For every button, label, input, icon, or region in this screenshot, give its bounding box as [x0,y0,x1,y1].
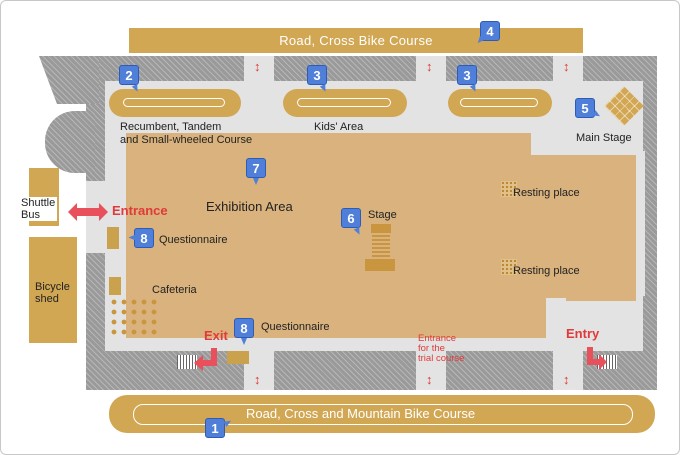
bottom-gate-1 [244,346,274,390]
stage-label: Stage [368,209,397,221]
stage-block-bottom[interactable] [365,259,395,271]
gate-arrow-bottom-3: ↕ [563,372,570,387]
bottom-gate-2 [416,346,446,390]
bottom-road-label: Road, Cross and Mountain Bike Course [246,406,476,421]
marker-3a[interactable]: 3 [307,65,327,85]
marker-4[interactable]: 4 [480,21,500,41]
cafeteria-counter [109,277,121,295]
resting-place-1-marker [501,181,517,197]
marker-3b[interactable]: 3 [457,65,477,85]
entry-corridor [547,301,637,351]
gate-arrow-bottom-2: ↕ [426,372,433,387]
recumbent-course[interactable] [109,89,241,117]
recumbent-label: Recumbent, Tandem and Small-wheeled Cour… [120,121,253,146]
entry-label[interactable]: Entry [566,326,600,341]
kids-area-course[interactable] [283,89,407,117]
stage-block-mid [372,235,390,257]
marker-1[interactable]: 1 [205,418,225,438]
top-road: Road, Cross Bike Course [129,28,583,53]
left-gate [86,181,108,253]
gate-arrow-top-3: ↕ [563,59,570,74]
marker-5[interactable]: 5 [575,98,595,118]
marker-8a[interactable]: 8 [134,228,154,248]
bottom-road-label-box: Road, Cross and Mountain Bike Course [241,405,481,423]
exhibition-area-lower [126,291,546,338]
entrance-label[interactable]: Entrance [112,203,168,218]
stage-block-top[interactable] [371,224,391,233]
bottom-gate-3 [553,346,583,390]
trial-course-entrance-label: Entrance for the trial course [418,333,465,364]
marker-6[interactable]: 6 [341,208,361,228]
resting-place-2-label: Resting place [513,265,580,277]
questionnaire-1-booth[interactable] [107,227,119,249]
resting-place-2-marker [501,259,517,275]
main-stage-label: Main Stage [576,132,632,144]
kids-area-label: Kids' Area [314,121,364,133]
bicycle-shed-label: Bicycle shed [35,281,70,305]
top-gate-1 [244,56,274,84]
top-gate-2 [416,56,446,84]
questionnaire-2-label: Questionnaire [261,321,330,333]
kids-area-course-2[interactable] [448,89,552,117]
cafeteria-tables [109,297,161,337]
shuttle-bus-label: Shuttle Bus [19,197,58,221]
left-curved-wall-2 [45,111,95,173]
marker-8a-tail [128,234,136,241]
marker-7-tail [253,178,259,185]
marker-8b-tail [241,338,247,345]
exit-arrow-icon [194,348,217,371]
top-road-label: Road, Cross Bike Course [279,33,433,48]
marker-7[interactable]: 7 [246,158,266,178]
questionnaire-1-label: Questionnaire [159,234,228,246]
cafeteria-label: Cafeteria [152,284,197,296]
exhibition-area-label: Exhibition Area [206,199,293,214]
bicycle-shed [29,237,77,343]
exit-label[interactable]: Exit [204,328,228,343]
top-gate-3 [553,56,583,84]
marker-8b[interactable]: 8 [234,318,254,338]
questionnaire-2-booth[interactable] [227,351,249,364]
resting-place-1-label: Resting place [513,187,580,199]
marker-2[interactable]: 2 [119,65,139,85]
gate-arrow-top-1: ↕ [254,59,261,74]
gate-arrow-bottom-1: ↕ [254,372,261,387]
entrance-arrow-icon [68,203,108,221]
left-curved-wall [39,56,99,104]
entry-arrow-icon [587,347,607,370]
gate-arrow-top-2: ↕ [426,59,433,74]
bottom-road-course[interactable] [109,395,655,433]
stairs-left [177,355,197,369]
